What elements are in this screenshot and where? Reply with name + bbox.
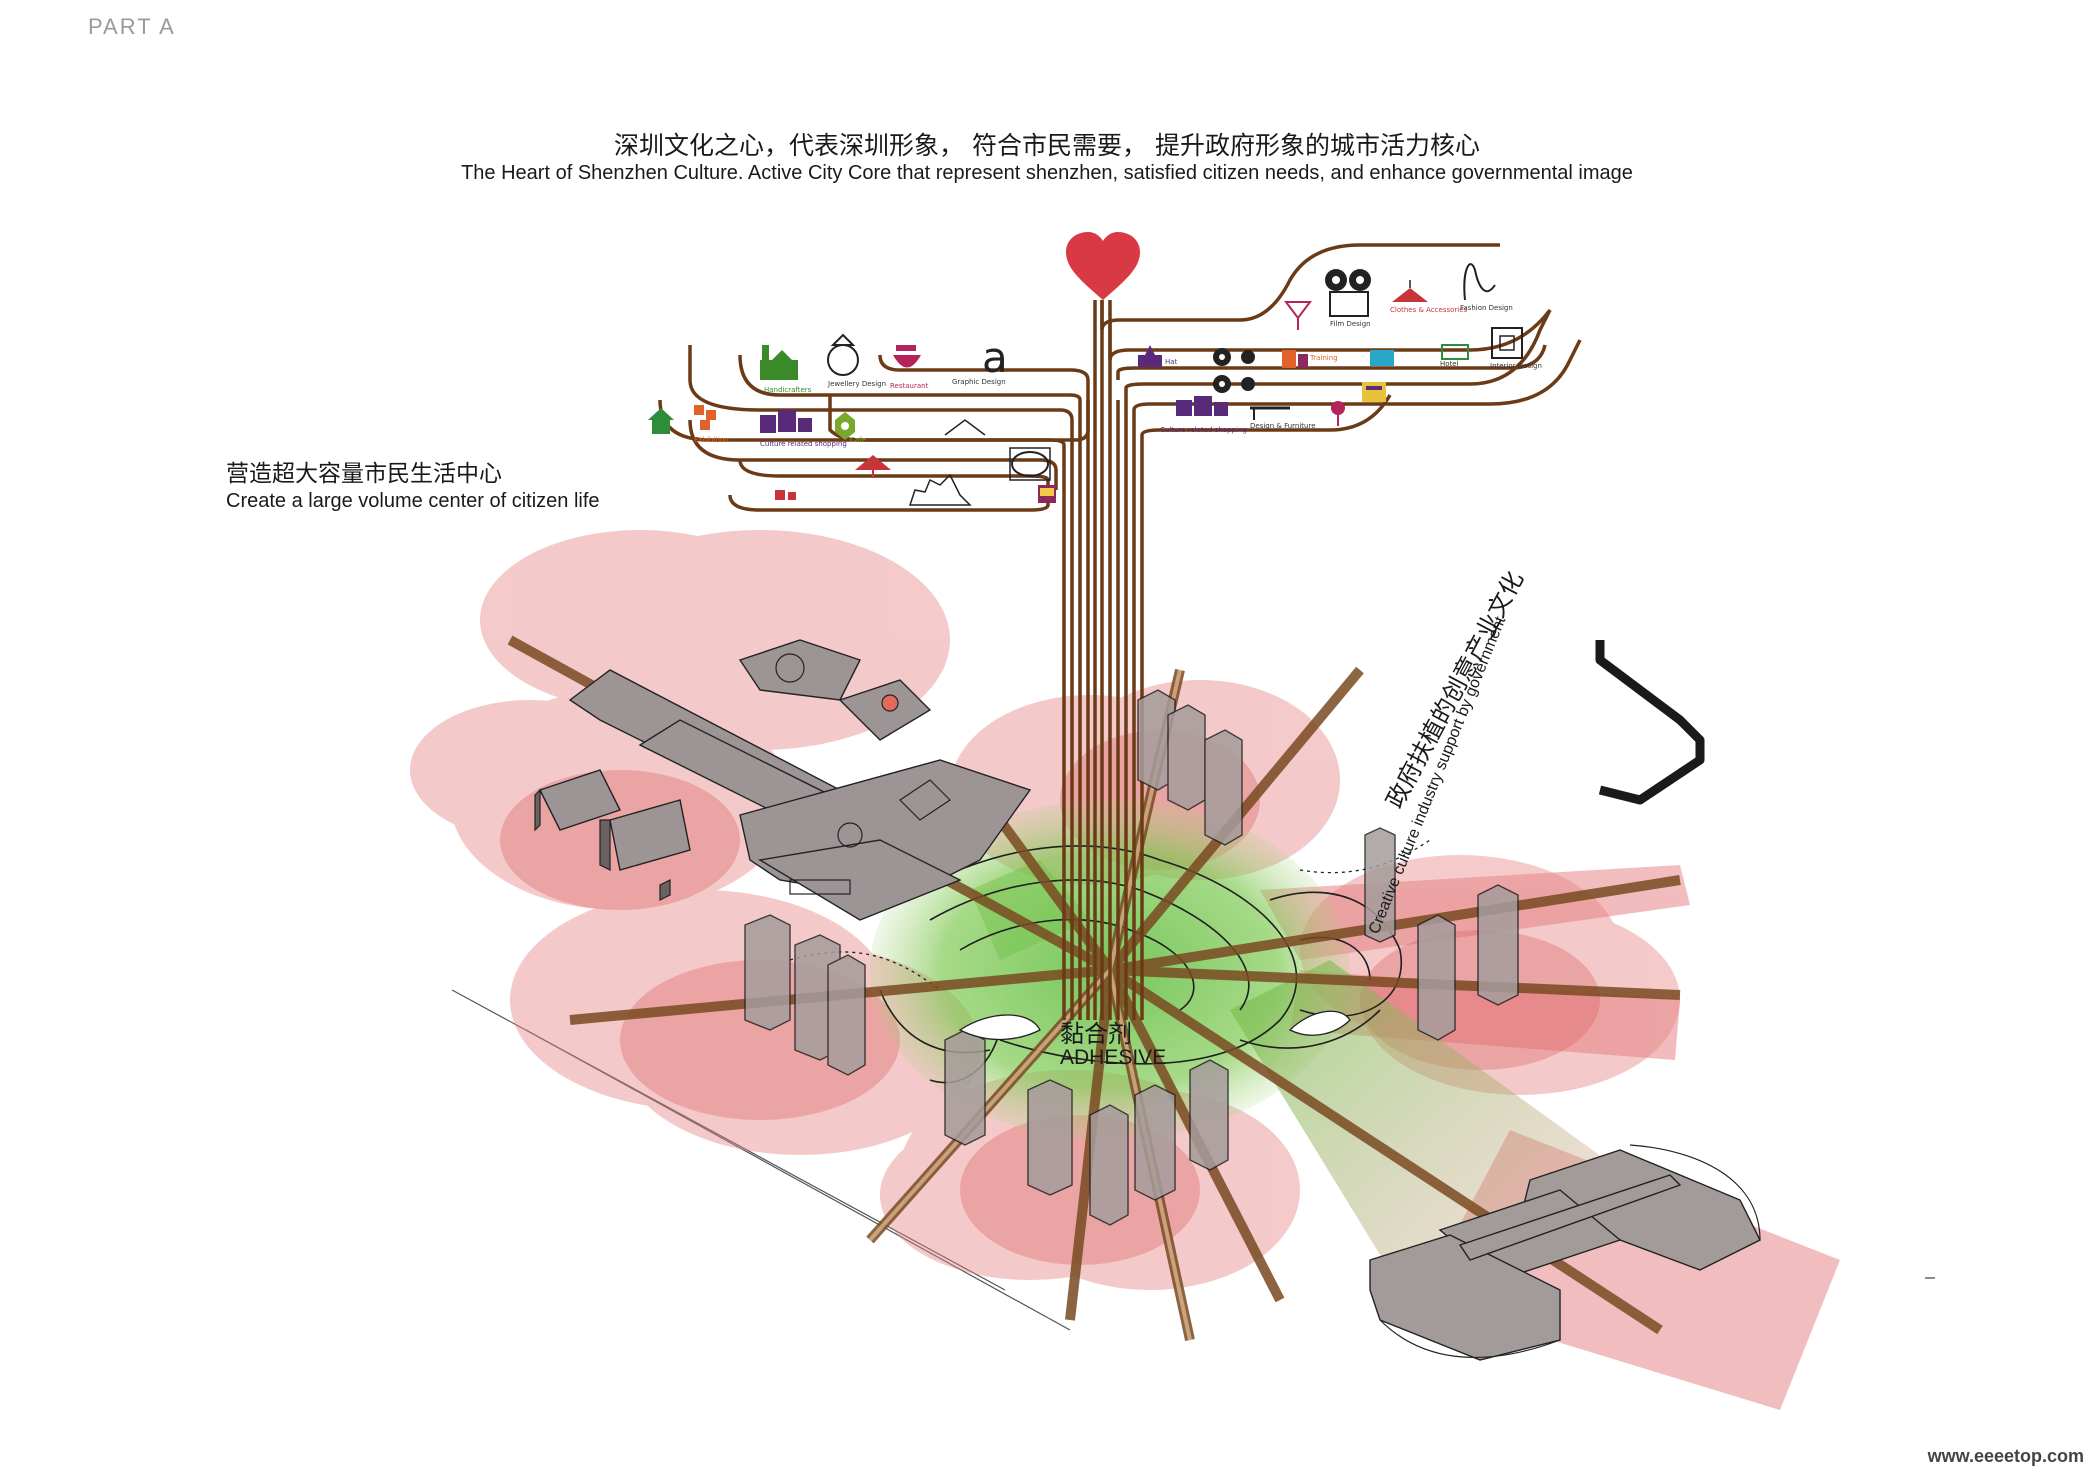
training-icon (1282, 350, 1308, 368)
green-beam-left (970, 860, 1090, 960)
tree-trunk (658, 243, 1582, 1020)
towers (744, 689, 1519, 1226)
factory-icon (760, 345, 798, 380)
label-culture-shopping-left: Culture related shopping (760, 440, 847, 448)
label-cafe: Cafe (850, 436, 866, 444)
adhesive-label-english: ADHESIVE (1060, 1046, 1167, 1069)
adhesive-label-chinese: 黏合剂 (1060, 1020, 1132, 1048)
left-branch-icons: a (648, 333, 1056, 506)
label-culture-shopping-right: Culture related shopping (1160, 426, 1247, 434)
reels-icon (1213, 348, 1255, 393)
skyline-icon (908, 473, 972, 506)
small-dots-icon (775, 490, 796, 500)
part-label: PART A (88, 14, 176, 39)
label-interior: Interior Design (1490, 362, 1542, 370)
house-icon (648, 408, 674, 434)
tv-icon (1370, 350, 1394, 366)
label-jewellery: Jewellery Design (827, 380, 886, 388)
film-camera-icon (1325, 269, 1371, 317)
blocks-icon (694, 405, 716, 430)
cocktail-icon (1284, 301, 1312, 330)
left-caption-chinese: 营造超大容量市民生活中心 (226, 461, 502, 487)
label-exhibition: Exhibition (694, 436, 729, 444)
pink-cup-icon (1331, 401, 1345, 426)
label-clothes: Clothes & Accessories (1390, 306, 1468, 314)
box-icon (1362, 382, 1386, 402)
left-caption-english: Create a large volume center of citizen … (226, 490, 600, 512)
government-hook (1595, 640, 1705, 805)
label-design-furniture: Design & Furniture (1250, 422, 1316, 430)
bed-icon (1441, 344, 1469, 360)
ground-lines (451, 989, 1071, 1331)
right-bottom-building-outline (1379, 1144, 1761, 1359)
left-building-darkside (534, 788, 671, 901)
heart-icon (1066, 232, 1140, 300)
label-handicrafters: Handicrafters (764, 386, 812, 394)
fashion-icon (1463, 263, 1496, 301)
right-bottom-building (1369, 1149, 1761, 1361)
contour-lines (879, 845, 1403, 1084)
title-english: The Heart of Shenzhen Culture. Active Ci… (461, 162, 1633, 184)
left-building-details (775, 653, 951, 895)
title-chinese: 深圳文化之心，代表深圳形象， 符合市民需要， 提升政府形象的城市活力核心 (614, 131, 1480, 160)
label-fashion: Fashion Design (1460, 304, 1513, 312)
frame-icon (1491, 327, 1523, 359)
label-hotel: Hotel (1440, 360, 1459, 368)
bridge-icon (944, 419, 986, 436)
label-hat: Hat (1165, 358, 1178, 366)
left-building-cluster (539, 639, 1032, 921)
branch-labels: Handicrafters Jewellery Design Restauran… (694, 304, 1542, 448)
lamp-icon (855, 455, 891, 478)
table-icon (1250, 406, 1290, 420)
label-training: Training (1309, 354, 1338, 362)
svg-text:a: a (982, 333, 1008, 382)
hat-icon (1138, 345, 1162, 367)
lamp-shade-icon (1392, 280, 1428, 302)
letter-a-icon: a (982, 333, 1008, 382)
hexagon-icon (835, 412, 855, 440)
white-voids (958, 1010, 1351, 1041)
shopping-icon (760, 410, 812, 433)
right-branch-icons (1138, 263, 1523, 426)
cat-icon (1009, 447, 1051, 481)
label-film: Film Design (1330, 320, 1371, 328)
right-caption-chinese: 政府扶植的创意产业文化 (1381, 567, 1530, 813)
site-credit: www.eeeetop.com (1927, 1446, 2084, 1466)
label-graphic: Graphic Design (952, 378, 1006, 386)
bowl-icon (893, 345, 921, 368)
cup-icon (1038, 485, 1056, 503)
ring-icon (827, 333, 859, 376)
label-restaurant: Restaurant (890, 382, 929, 390)
shopping-bags-icon (1176, 396, 1228, 416)
